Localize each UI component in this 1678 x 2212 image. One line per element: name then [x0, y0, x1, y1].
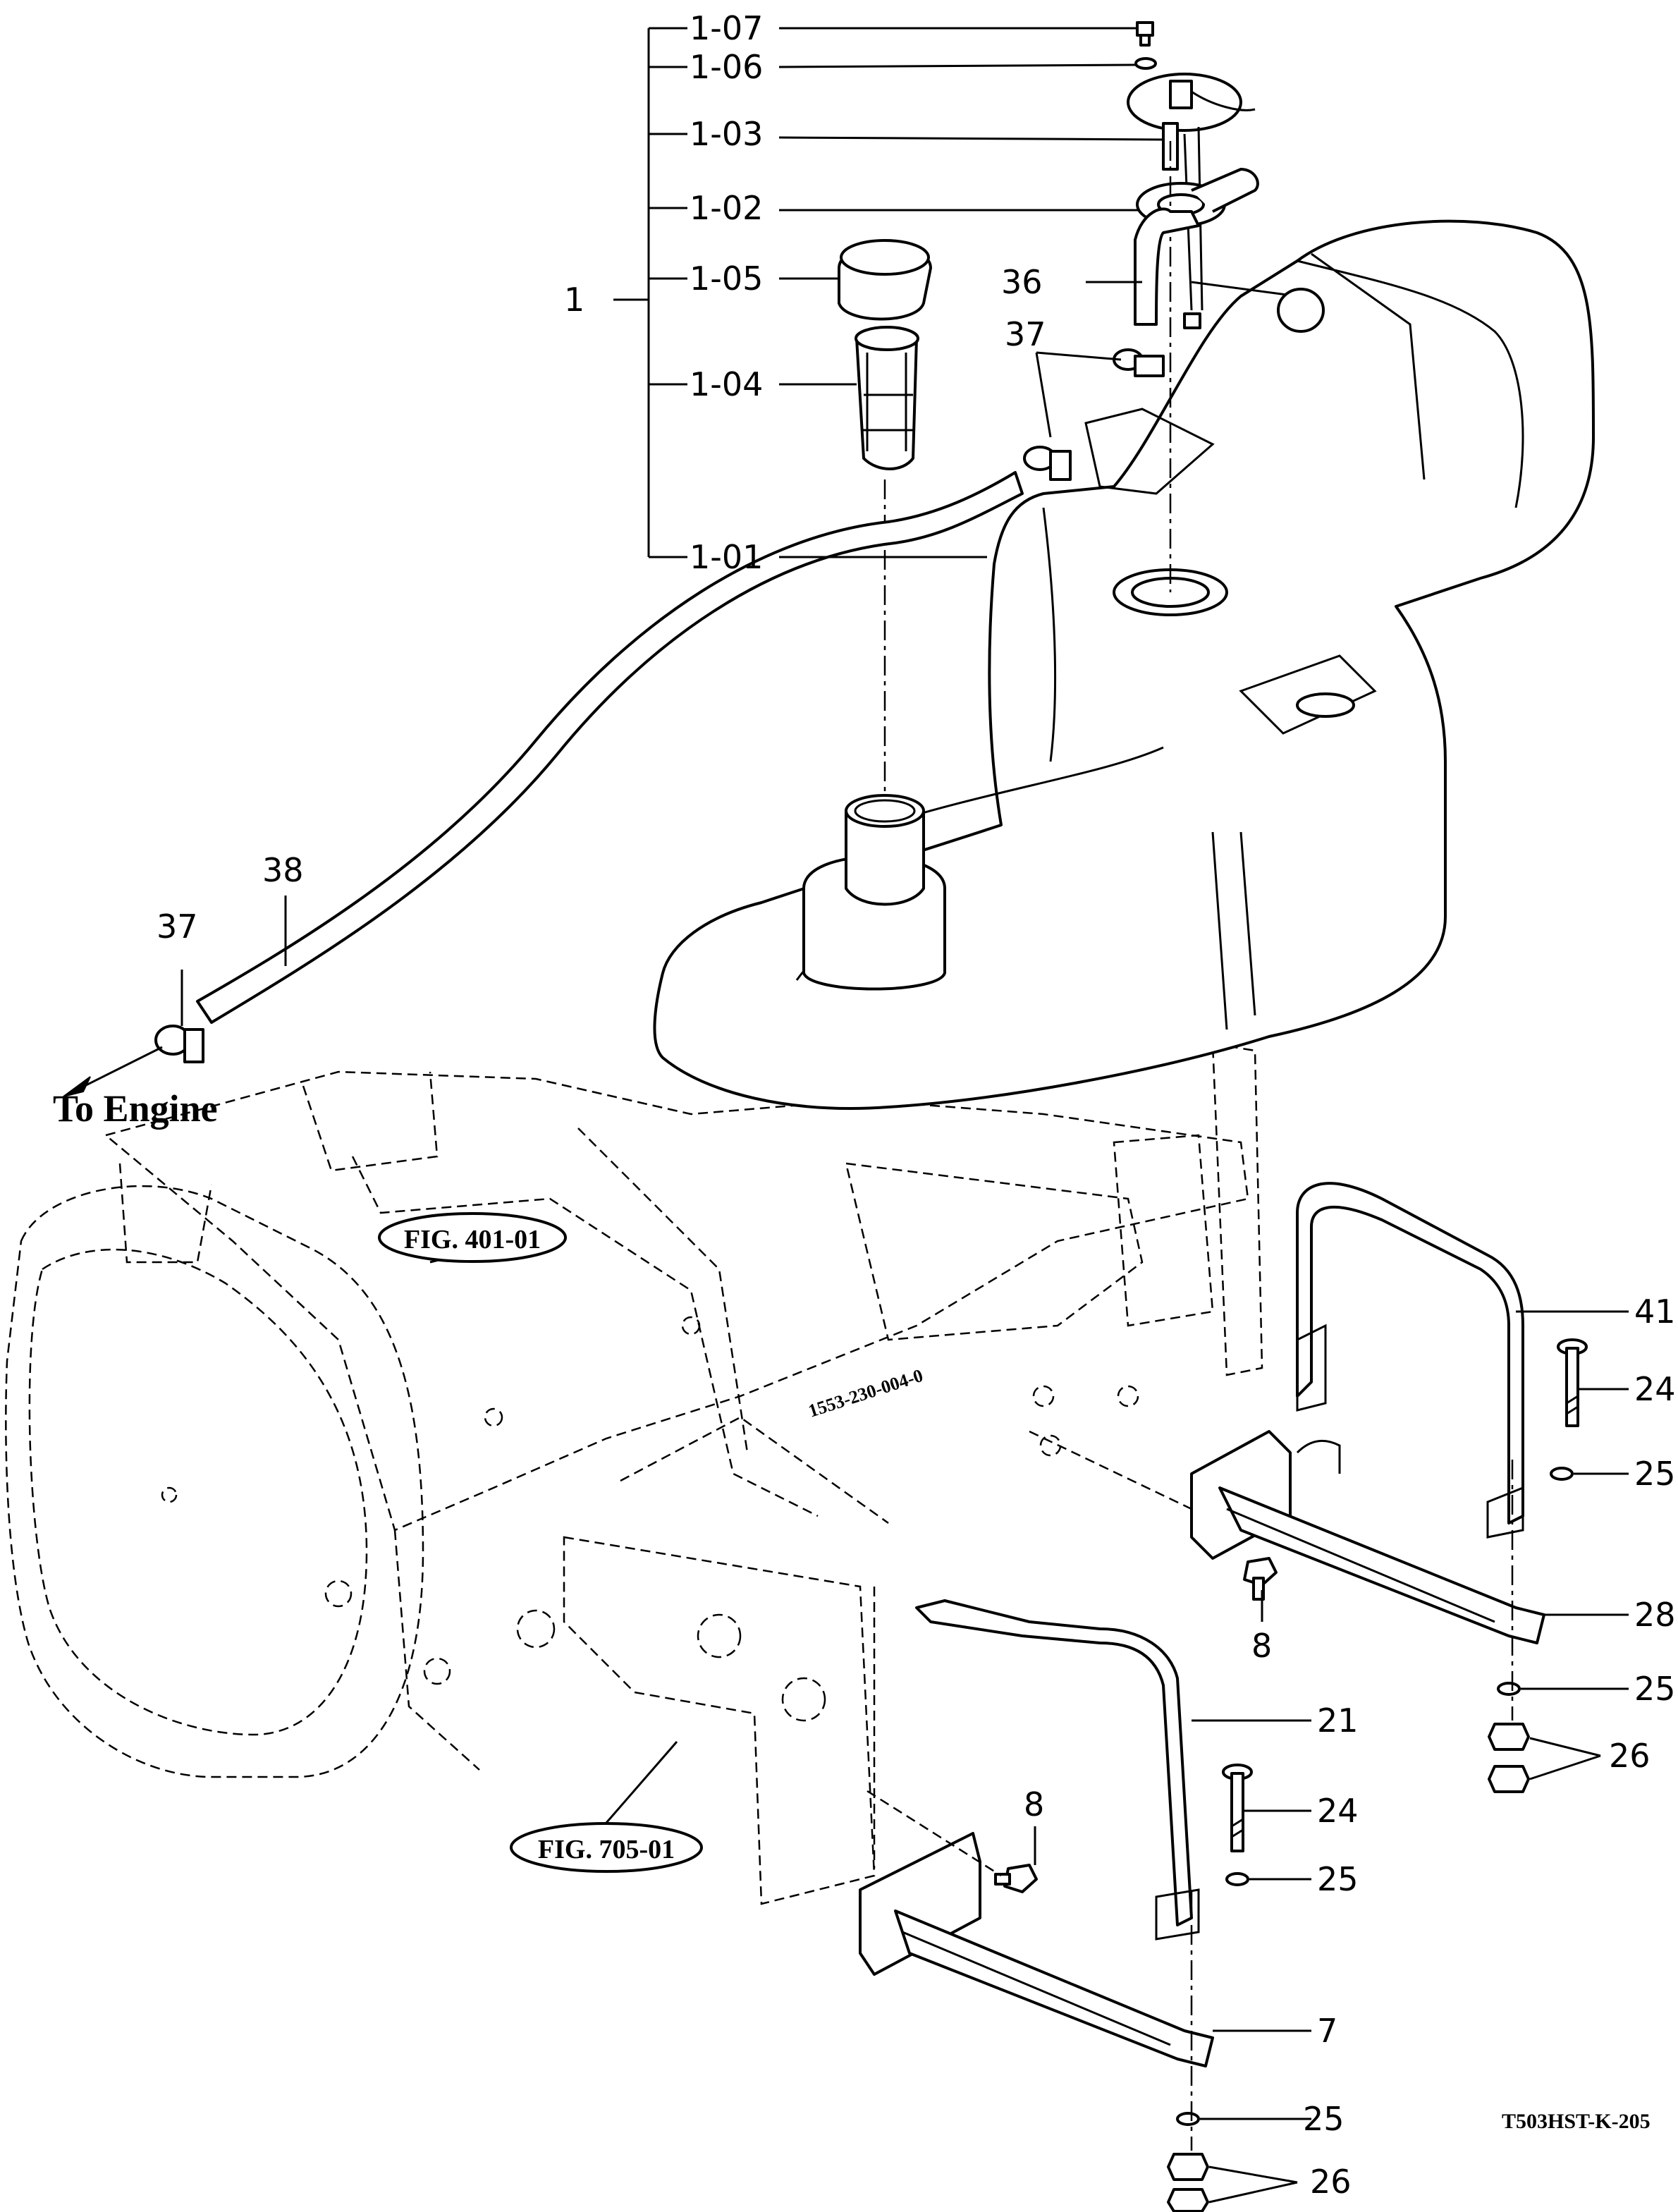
washer-25b — [1497, 1682, 1521, 1696]
callout-26-upper: 26 — [1609, 1737, 1651, 1775]
sender-washer — [1134, 57, 1157, 70]
front-bracket-guide — [866, 1790, 1002, 1877]
callout-1-04: 1-04 — [690, 365, 763, 403]
drawing-code: T503HST-K-205 — [1502, 2110, 1651, 2133]
bolt-24a — [1557, 1338, 1588, 1427]
bolt-8a — [1243, 1557, 1278, 1601]
callout-24-lower: 24 — [1317, 1792, 1359, 1830]
callout-25-d: 25 — [1303, 2100, 1345, 2138]
svg-text:FIG. 705-01: FIG. 705-01 — [538, 1835, 675, 1864]
tank-strap-rear — [1296, 1182, 1524, 1539]
callout-37-upper: 37 — [1005, 315, 1046, 353]
bolt-8b — [994, 1864, 1038, 1893]
nut-26b — [1167, 2153, 1209, 2212]
fig-705-reference[interactable]: FIG. 705-01 — [510, 1822, 703, 1873]
washer-25a — [1550, 1467, 1574, 1481]
callout-1: 1 — [564, 281, 584, 319]
callout-1-02: 1-02 — [690, 189, 763, 227]
callout-25-a: 25 — [1634, 1455, 1676, 1493]
callout-7: 7 — [1317, 2012, 1337, 2050]
sender-screw — [1136, 21, 1154, 47]
callout-numbers: 1-07 1-06 1-03 1-02 1 1-05 1-04 1-01 36 … — [157, 9, 1676, 2201]
return-hose — [1134, 168, 1259, 326]
engine-end-clamp — [154, 1025, 204, 1063]
rear-bracket-guide — [1029, 1430, 1192, 1510]
to-engine-label: To Engine — [53, 1087, 218, 1130]
callout-25-c: 25 — [1317, 1860, 1359, 1898]
svg-text:FIG. 401-01: FIG. 401-01 — [404, 1225, 541, 1254]
fuel-hose — [196, 471, 1024, 1024]
hose-clamps — [1023, 348, 1165, 481]
fig-401-reference[interactable]: FIG. 401-01 — [378, 1212, 567, 1263]
tank-cap — [838, 239, 932, 321]
washer-25c — [1225, 1872, 1249, 1886]
callout-1-05: 1-05 — [690, 259, 763, 298]
callout-1-01: 1-01 — [690, 538, 763, 576]
callout-28: 28 — [1634, 1596, 1676, 1634]
tank-bracket-front — [859, 1832, 1214, 2067]
callout-37-lower: 37 — [157, 908, 198, 946]
callout-36: 36 — [1001, 263, 1043, 301]
tank-bracket-rear — [1190, 1430, 1545, 1644]
washer-25d — [1176, 2112, 1200, 2126]
callout-26-lower: 26 — [1310, 2163, 1352, 2201]
callout-1-07: 1-07 — [690, 9, 763, 47]
strainer — [855, 326, 919, 470]
callout-1-06: 1-06 — [690, 48, 763, 86]
callout-8-upper: 8 — [1251, 1627, 1272, 1665]
leader-lines — [180, 27, 1629, 2204]
callout-41: 41 — [1634, 1293, 1676, 1331]
callout-1-03: 1-03 — [690, 115, 763, 153]
bolt-24b — [1222, 1764, 1253, 1852]
callout-21: 21 — [1317, 1701, 1359, 1740]
nut-26a — [1488, 1723, 1530, 1793]
casting-mark: 1553-230-004-0 — [806, 1365, 926, 1422]
arrow-to-engine-icon — [63, 1076, 91, 1097]
transmission-case-outline — [5, 1042, 1263, 1905]
fitting-plate — [1084, 408, 1215, 495]
callout-25-b: 25 — [1634, 1670, 1676, 1708]
callout-24-upper: 24 — [1634, 1370, 1676, 1408]
callout-38: 38 — [262, 851, 304, 889]
callout-8-lower: 8 — [1024, 1785, 1044, 1823]
